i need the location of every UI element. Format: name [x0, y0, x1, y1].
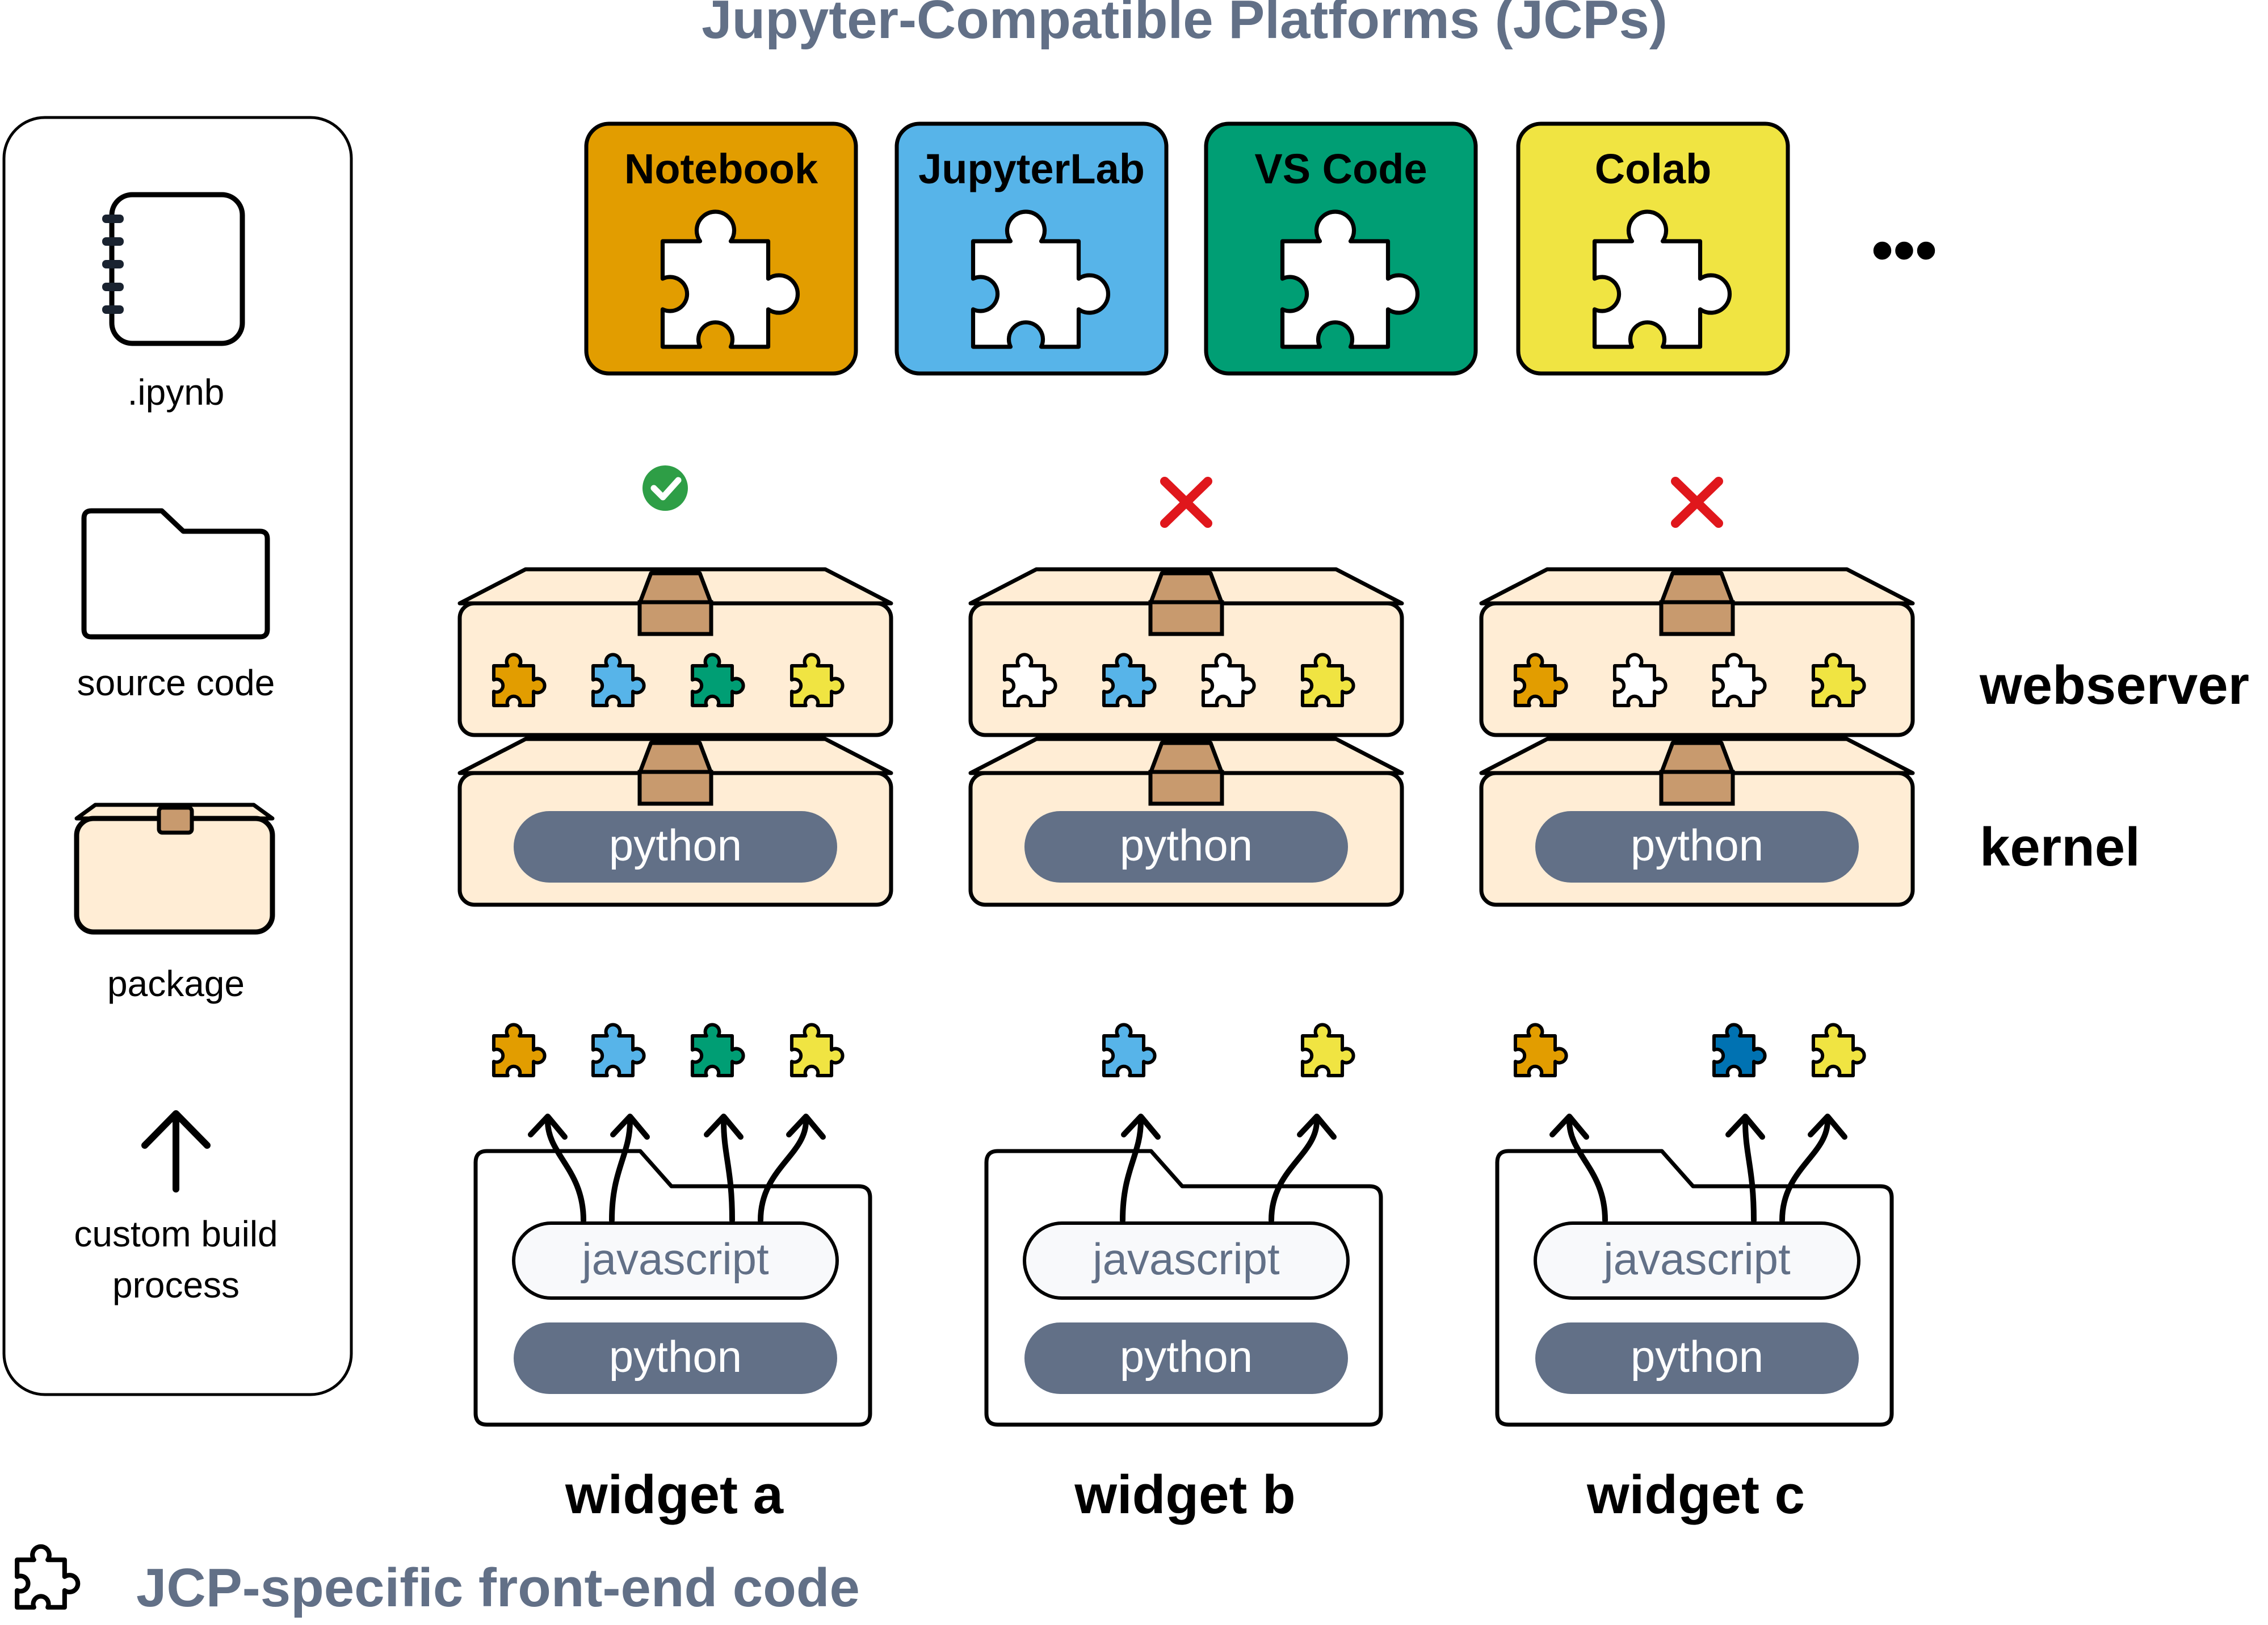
kernel-package: python	[460, 739, 891, 905]
footer-legend: JCP-specific front-end code	[17, 1547, 860, 1618]
built-puzzle-piece	[1303, 1024, 1354, 1076]
build-arrows	[1120, 1114, 1337, 1223]
platform-tile-jupyterlab: JupyterLab	[894, 121, 1169, 376]
check-circle-icon	[642, 465, 688, 511]
webserver-package	[1481, 569, 1913, 735]
built-puzzle-piece	[494, 1024, 545, 1076]
python-pill	[1535, 1322, 1859, 1394]
platform-tile-vs-code: VS Code	[1204, 121, 1478, 376]
layer-label-webserver: webserver	[1979, 655, 2249, 716]
python-label: python	[1120, 1332, 1253, 1382]
platform-name: VS Code	[1254, 145, 1427, 192]
up-arrow-icon	[141, 1110, 211, 1192]
kernel-package: python	[1481, 739, 1913, 905]
python-pill	[514, 1322, 837, 1394]
platforms-more: •••	[1871, 215, 1937, 285]
platform-name: Colab	[1595, 145, 1712, 192]
kernel-python-label: python	[1120, 820, 1253, 870]
notebook-icon	[102, 192, 245, 346]
python-label: python	[1631, 1332, 1763, 1382]
widget-name: widget a	[565, 1464, 784, 1525]
widget-name: widget c	[1586, 1464, 1805, 1525]
python-label: python	[609, 1332, 742, 1382]
kernel-package: python	[971, 739, 1402, 905]
javascript-label: javascript	[1091, 1234, 1280, 1284]
javascript-pill	[512, 1221, 839, 1300]
legend-label-build-1: custom build	[74, 1213, 278, 1254]
legend-label-build-2: process	[112, 1265, 240, 1305]
kernel-python-label: python	[1631, 820, 1763, 870]
widget-name: widget b	[1074, 1464, 1295, 1525]
built-puzzle-piece	[692, 1024, 744, 1076]
build-arrows	[528, 1114, 826, 1223]
built-puzzle-piece	[1104, 1024, 1155, 1076]
built-puzzle-piece	[1515, 1024, 1566, 1076]
python-pill	[1024, 1322, 1348, 1394]
webserver-package	[460, 569, 891, 735]
red-x-icon	[1160, 477, 1212, 528]
platform-name: Notebook	[624, 145, 818, 192]
footer-legend-label: JCP-specific front-end code	[136, 1557, 860, 1618]
built-puzzle-piece	[1813, 1024, 1864, 1076]
javascript-label: javascript	[581, 1234, 769, 1284]
column-widget-a: python javascript python widget a	[460, 465, 891, 1525]
page-title: Jupyter-Compatible Platforms (JCPs)	[702, 0, 1668, 50]
legend-panel: .ipynb source code package custom build …	[2, 116, 353, 1396]
platform-tile-colab: Colab	[1516, 121, 1790, 376]
built-puzzle-piece	[593, 1024, 644, 1076]
legend-label-package: package	[107, 963, 245, 1004]
javascript-pill	[1023, 1221, 1350, 1300]
folder-icon	[81, 508, 270, 640]
platform-tile-notebook: Notebook	[584, 121, 858, 376]
layer-label-kernel: kernel	[1980, 817, 2140, 877]
webserver-package	[971, 569, 1402, 735]
platform-row: Notebook JupyterLab VS Code Colab	[584, 121, 1790, 376]
built-puzzle-piece	[792, 1024, 843, 1076]
platform-name: JupyterLab	[918, 145, 1145, 192]
package-icon	[74, 803, 275, 935]
widget-columns: python javascript python widget a python java…	[460, 465, 1913, 1525]
kernel-python-label: python	[609, 820, 742, 870]
red-x-icon	[1671, 477, 1723, 528]
build-arrows	[1549, 1114, 1847, 1223]
legend-label-source-code: source code	[77, 662, 275, 703]
puzzle-piece-icon	[17, 1547, 78, 1607]
legend-label-ipynb: .ipynb	[128, 372, 225, 413]
javascript-pill	[1534, 1221, 1860, 1300]
built-puzzle-piece	[1714, 1024, 1765, 1076]
column-widget-b: python javascript python widget b	[971, 477, 1402, 1525]
javascript-label: javascript	[1602, 1234, 1791, 1284]
column-widget-c: python javascript python widget c	[1481, 477, 1913, 1525]
